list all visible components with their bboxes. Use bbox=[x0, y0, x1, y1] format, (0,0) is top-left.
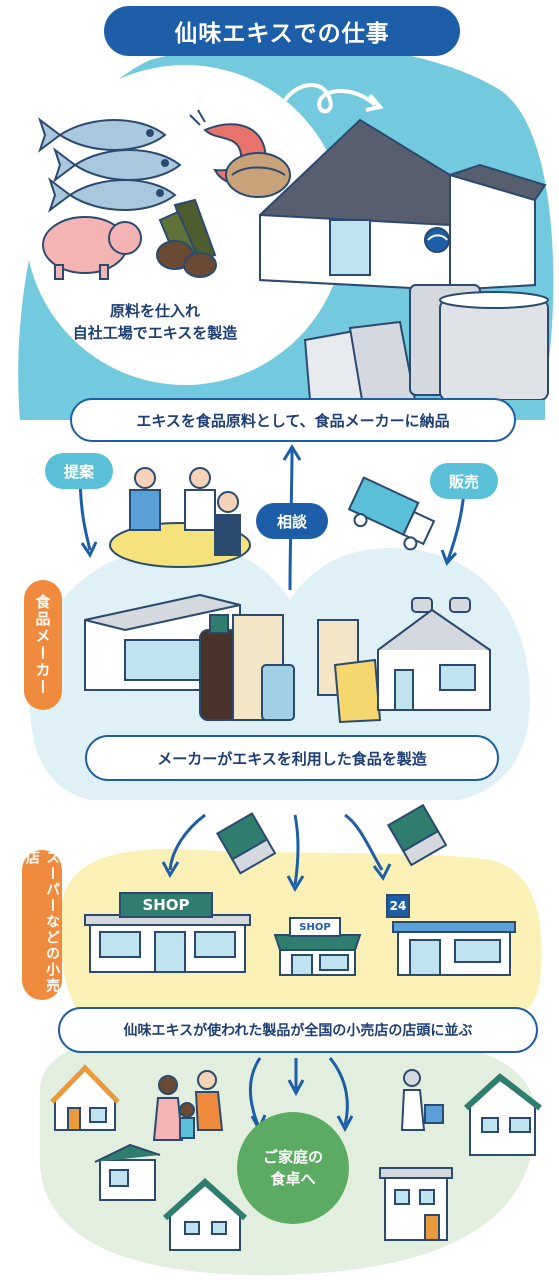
house-icon bbox=[50, 1064, 120, 1131]
stage1-caption: エキスを食品原料として、食品メーカーに納品 bbox=[70, 398, 516, 442]
home-text-line2: 食卓へ bbox=[270, 1170, 316, 1188]
shellfish-icon bbox=[225, 152, 291, 198]
stage2-caption: メーカーがエキスを利用した食品を製造 bbox=[85, 735, 499, 781]
page-title: 仙味エキスでの仕事 bbox=[104, 6, 460, 56]
shop-sign-small: SHOP bbox=[299, 921, 331, 933]
small-shop-icon bbox=[273, 917, 362, 976]
home-text-line1: ご家庭の bbox=[262, 1148, 323, 1166]
pig-icon bbox=[42, 216, 142, 280]
house-icon bbox=[162, 1177, 248, 1251]
kelp-mushroom-icon bbox=[156, 198, 217, 278]
stage2-illustrations bbox=[84, 593, 491, 724]
family-icon bbox=[152, 1070, 224, 1141]
shop-sign-large: SHOP bbox=[142, 896, 190, 914]
sales-tag: 販売 bbox=[430, 463, 498, 499]
shopper-icon bbox=[400, 1069, 444, 1131]
proposal-tag: 提案 bbox=[45, 453, 113, 489]
truck-icon bbox=[215, 812, 277, 875]
stage1-description: 原料を仕入れ 自社工場でエキスを製造 bbox=[45, 300, 265, 344]
meeting-icon bbox=[109, 467, 251, 568]
food-maker-tag: 食品メーカー bbox=[24, 580, 62, 710]
food-products-icon bbox=[199, 614, 382, 724]
stage1-text-line1: 原料を仕入れ bbox=[109, 302, 200, 320]
stage3-caption: 仙味エキスが使われた製品が全国の小売店の店頭に並ぶ bbox=[58, 1007, 538, 1053]
truck-icon bbox=[347, 476, 436, 551]
house-icon bbox=[94, 1143, 161, 1201]
home-table-circle: ご家庭の 食卓へ bbox=[237, 1112, 349, 1224]
supermarket-icon bbox=[84, 892, 251, 973]
stage3-illustrations bbox=[84, 892, 516, 976]
truck-icon bbox=[386, 803, 448, 867]
extract-package-icon bbox=[303, 284, 549, 400]
house-icon bbox=[379, 1167, 453, 1241]
factory-icon bbox=[259, 118, 547, 292]
convenience-sign: 24 bbox=[389, 899, 407, 913]
house-icon bbox=[463, 1073, 542, 1156]
connector-arrows bbox=[78, 444, 467, 590]
retail-tag: スーパーなどの小売店 bbox=[22, 850, 62, 1000]
consult-tag: 相談 bbox=[256, 503, 328, 539]
convenience-store-icon bbox=[386, 894, 516, 976]
fish-icon bbox=[38, 117, 182, 213]
maker-house-icon bbox=[377, 597, 491, 711]
distribution-arrows bbox=[161, 803, 448, 893]
stage1-illustrations bbox=[38, 83, 549, 400]
stage4-illustrations bbox=[50, 1057, 542, 1251]
stage1-text-line2: 自社工場でエキスを製造 bbox=[72, 324, 238, 342]
flow-arrow-icon bbox=[283, 83, 377, 114]
